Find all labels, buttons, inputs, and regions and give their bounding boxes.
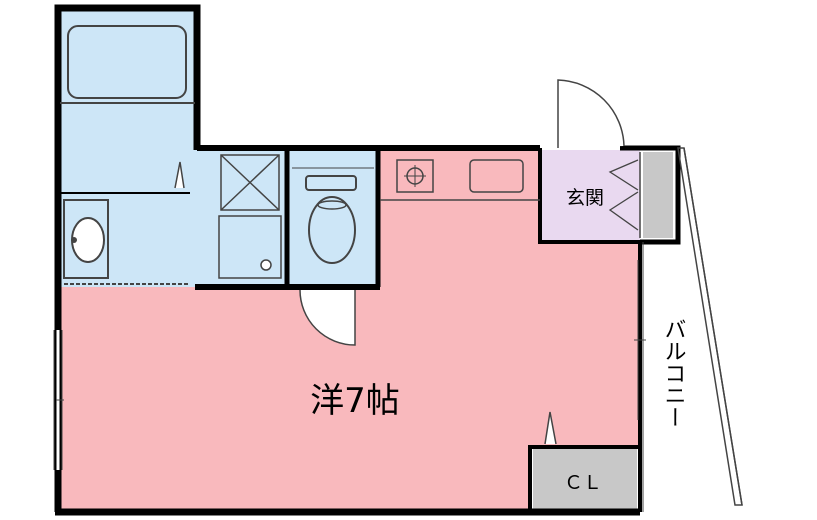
wall-entrance bbox=[538, 148, 643, 244]
shoe-cabinet-doors bbox=[608, 159, 639, 231]
balcony bbox=[642, 147, 743, 512]
entrance-door bbox=[557, 79, 625, 148]
washing-machine-space bbox=[218, 154, 282, 279]
entrance-label: 玄関 bbox=[566, 187, 604, 209]
toilet-door bbox=[299, 289, 356, 346]
closet-door bbox=[544, 411, 557, 445]
closet-label: ＣＬ bbox=[564, 472, 602, 494]
kitchen-counter bbox=[380, 159, 540, 201]
kitchen-sink bbox=[469, 159, 524, 193]
wall-closet bbox=[528, 445, 640, 512]
wall-entrance-top bbox=[620, 145, 681, 245]
shoe-storage bbox=[643, 152, 673, 238]
balcony-label: バルコニー bbox=[661, 318, 686, 428]
closet-area bbox=[533, 449, 637, 509]
bath-door bbox=[174, 161, 185, 189]
washbasin bbox=[63, 199, 109, 279]
western-room-label: 洋7帖 bbox=[310, 381, 400, 421]
toilet bbox=[292, 167, 374, 264]
wall-bathroom bbox=[54, 4, 201, 150]
bathtub bbox=[60, 25, 195, 104]
entrance-area bbox=[540, 150, 640, 240]
